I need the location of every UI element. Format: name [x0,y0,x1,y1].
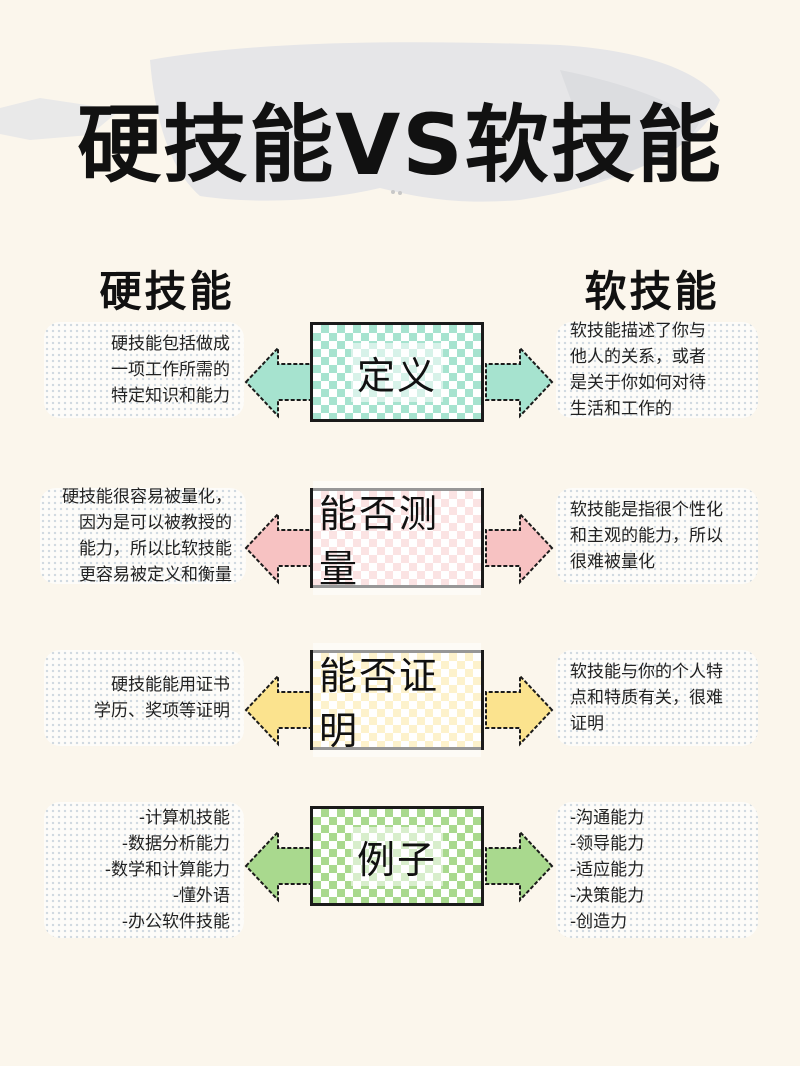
page-title: 硬技能VS软技能 [77,96,723,194]
card-line: 证明 [570,714,604,734]
right-arrow-icon [485,829,554,903]
right-arrow-icon [485,673,554,747]
card-line: -创造力 [570,912,628,932]
arrow-shape [244,673,313,747]
card-line: -决策能力 [570,886,645,906]
arrow-shape [485,511,554,585]
card-line: 更容易被定义和衡量 [79,565,232,585]
card-line: 点和特质有关，很难 [570,688,723,708]
card-line: 能力，所以比软技能 [79,539,232,559]
card-line: -领导能力 [570,834,645,854]
card-line: 和主观的能力，所以 [570,526,723,546]
arrow-shape [485,673,554,747]
topic-box: 能否证明 [310,643,484,757]
topic-box: 定义 [310,322,484,422]
left-arrow-icon [244,829,313,903]
comparison-row-examples: -计算机技能 -数据分析能力 -数学和计算能力 -懂外语 -办公软件技能 例子 … [0,802,800,938]
soft-skill-card: -沟通能力 -领导能力 -适应能力 -决策能力 -创造力 [556,802,758,938]
card-line: -懂外语 [172,886,230,906]
right-column-heading: 软技能 [584,267,720,316]
card-line: 特定知识和能力 [111,386,230,406]
arrow-shape [244,345,313,419]
topic-box: 例子 [310,806,484,906]
card-line: 很难被量化 [570,552,655,572]
right-arrow-icon [485,345,554,419]
topic-label: 能否测量 [313,481,481,595]
arrow-shape [244,829,313,903]
hard-skill-card: 硬技能能用证书 学历、奖项等证明 [44,650,244,746]
comparison-row-provability: 硬技能能用证书 学历、奖项等证明 能否证明 软技能与你的个人特 点和特质有关，很… [0,643,800,770]
card-line: 软技能是指很个性化 [570,500,723,520]
card-line: 软技能描述了你与 [570,321,706,341]
soft-skill-card: 软技能与你的个人特 点和特质有关，很难 证明 [556,650,758,746]
card-line: 他人的关系，或者 [570,347,706,367]
comparison-row-definition: 硬技能包括做成 一项工作所需的 特定知识和能力 定义 软技能描述了你与 他人的关… [0,321,800,442]
card-line: -办公软件技能 [121,912,230,932]
card-line: 硬技能包括做成 [111,334,230,354]
hard-skill-card: -计算机技能 -数据分析能力 -数学和计算能力 -懂外语 -办公软件技能 [44,802,244,938]
card-line: 是关于你如何对待 [570,373,706,393]
card-line: 一项工作所需的 [111,360,230,380]
topic-box: 能否测量 [310,481,484,595]
card-line: 硬技能能用证书 [111,675,230,695]
left-arrow-icon [244,673,313,747]
left-arrow-icon [244,345,313,419]
arrow-shape [485,345,554,419]
hard-skill-card: 硬技能很容易被量化， 因为是可以被教授的 能力，所以比软技能 更容易被定义和衡量 [40,487,246,585]
card-line: -数学和计算能力 [104,860,230,880]
hard-skill-card: 硬技能包括做成 一项工作所需的 特定知识和能力 [44,322,244,418]
soft-skill-card: 软技能描述了你与 他人的关系，或者 是关于你如何对待 生活和工作的 [556,321,758,419]
topic-label: 例子 [350,826,443,886]
topic-label: 定义 [350,342,443,402]
card-line: -数据分析能力 [121,834,230,854]
card-line: 学历、奖项等证明 [94,701,230,721]
right-arrow-icon [485,511,554,585]
card-line: -适应能力 [570,860,645,880]
left-arrow-icon [244,511,313,585]
card-line: 硬技能很容易被量化， [62,487,232,507]
arrow-shape [244,511,313,585]
left-column-heading: 硬技能 [99,267,235,316]
card-line: 软技能与你的个人特 [570,662,723,682]
card-line: -计算机技能 [138,808,230,828]
card-line: 因为是可以被教授的 [79,513,232,533]
card-line: -沟通能力 [570,808,645,828]
comparison-row-measurability: 硬技能很容易被量化， 因为是可以被教授的 能力，所以比软技能 更容易被定义和衡量… [0,481,800,608]
soft-skill-card: 软技能是指很个性化 和主观的能力，所以 很难被量化 [556,488,758,584]
card-line: 生活和工作的 [570,399,672,419]
topic-label: 能否证明 [313,643,481,757]
arrow-shape [485,829,554,903]
